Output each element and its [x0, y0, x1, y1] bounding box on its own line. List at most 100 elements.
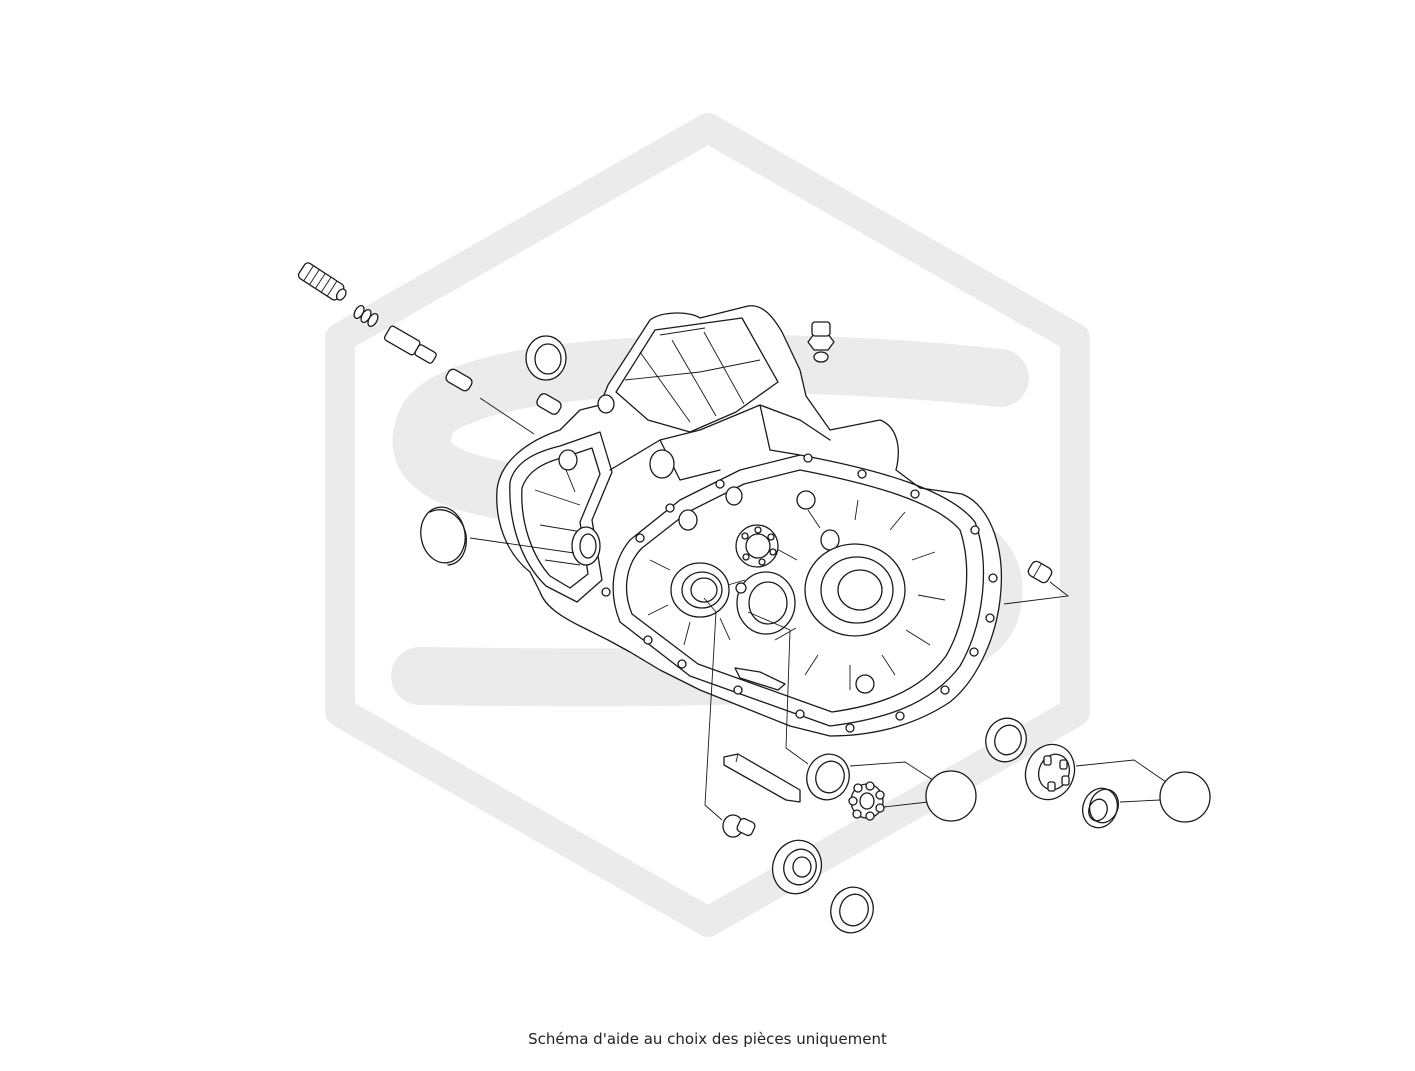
dowel-pin-1	[445, 368, 473, 392]
group-balloon-2	[1159, 771, 1211, 823]
leader-line-dowel	[479, 397, 535, 435]
group-balloon-1	[925, 770, 977, 822]
detent-plunger-shaft	[414, 344, 437, 364]
roller	[852, 809, 862, 819]
dowel-pin-1-body	[445, 368, 473, 392]
blanking-plug-rim	[429, 509, 467, 566]
bolt-hole	[795, 709, 805, 719]
diagram-caption: Schéma d'aide au choix des pièces unique…	[528, 1030, 887, 1048]
seal-ring-right-inner	[994, 724, 1022, 756]
roller-bearing-right	[1024, 743, 1076, 801]
spring-washers	[353, 304, 379, 328]
leader-line-breather	[1003, 581, 1070, 605]
ball-bearing-bottom	[771, 839, 823, 895]
roller	[865, 811, 875, 821]
bolt-hole	[635, 533, 645, 543]
shift-wedge-edge	[735, 753, 739, 763]
guide-pin-shaft	[736, 817, 756, 837]
threaded-bolt-threads	[303, 265, 338, 297]
bearing-bore-large-mid	[820, 556, 894, 624]
bolt-hole	[601, 587, 611, 597]
needle-roller	[754, 526, 762, 534]
leader-line-center-bearing	[747, 611, 809, 765]
needle-bearing-installed-inner	[745, 533, 771, 559]
speed-sensor	[807, 321, 835, 363]
bolt-hole	[969, 647, 979, 657]
speed-sensor-body	[811, 321, 831, 337]
threaded-bolt	[297, 262, 347, 301]
housing-flange-face	[612, 454, 985, 727]
roller	[1059, 759, 1068, 770]
needle-roller	[767, 533, 775, 541]
oil-seal-bottom	[830, 886, 874, 934]
seal-ring-top-inner	[534, 343, 562, 375]
housing-small-bore	[735, 582, 747, 594]
washer	[367, 312, 379, 328]
needle-roller	[741, 532, 749, 540]
seal-ring-right	[985, 717, 1027, 763]
blanking-plug	[420, 506, 467, 566]
bolt-hole	[665, 503, 675, 513]
bolt-hole	[733, 685, 743, 695]
needle-bearing-installed-outer	[735, 524, 779, 568]
leader-line-group-1	[849, 761, 937, 808]
roller	[848, 796, 858, 806]
bolt-hole	[857, 469, 867, 479]
bolt-hole	[985, 613, 995, 623]
leader-line-plug	[469, 537, 575, 554]
threaded-bolt-tip	[335, 288, 347, 301]
needle-roller	[758, 558, 766, 566]
housing-flange-inner	[625, 469, 968, 713]
housing-boss-5	[725, 486, 743, 506]
leader-line-left-bearing	[703, 597, 723, 821]
ball-bearing-bottom-mid	[783, 848, 817, 886]
guide-pin	[722, 814, 756, 838]
bearing-bore-center-outer	[736, 571, 796, 635]
dowel-pin-2-body	[536, 393, 562, 415]
roller	[1047, 781, 1056, 792]
bearing-race-inner	[815, 760, 845, 794]
bearing-race	[806, 753, 850, 801]
bearing-bore-center	[736, 571, 796, 635]
bearing-bore-center-inner	[748, 581, 788, 625]
housing-lower-tab	[734, 667, 786, 691]
bolt-hole	[895, 711, 905, 721]
bolt-hole	[643, 635, 653, 645]
housing-rear-panel-inner	[521, 447, 601, 589]
pilot-bushing	[1081, 787, 1120, 829]
needle-bearing-installed	[735, 524, 779, 568]
bolt-hole	[845, 723, 855, 733]
gearbox-housing	[496, 305, 1003, 737]
roller-cage	[848, 781, 885, 821]
bolt-hole	[715, 479, 725, 489]
bolt-hole	[940, 685, 950, 695]
leader-line-group-2	[1075, 759, 1167, 803]
housing-boss-4	[678, 509, 698, 531]
bearing-bore-left-mid	[681, 571, 723, 609]
breather-plug-band	[1033, 563, 1042, 578]
roller	[865, 781, 875, 791]
housing-rear-ribs	[534, 454, 583, 566]
bearing-bore-left	[647, 559, 746, 646]
needle-roller	[769, 548, 777, 556]
bearing-bore-left-ribs	[647, 559, 746, 646]
ball-bearing-bottom-inner	[792, 856, 812, 878]
seal-ring-top	[525, 335, 567, 381]
bearing-race-outer	[806, 753, 850, 801]
breather-plug	[1027, 560, 1053, 584]
bolt-hole	[910, 489, 920, 499]
housing-boss-2	[597, 394, 615, 414]
bolt-hole	[677, 659, 687, 669]
pilot-bushing-inner	[1088, 798, 1108, 822]
housing-rear-panel	[509, 431, 613, 603]
breather-plug-body	[1027, 560, 1053, 584]
oil-seal-bottom-inner	[839, 893, 869, 927]
roller	[1061, 775, 1070, 786]
bolt-hole	[803, 453, 813, 463]
bearing-bore-left-outer	[670, 562, 730, 618]
bearing-bore-left-inner	[690, 577, 718, 603]
shift-wedge	[723, 753, 801, 803]
roller	[1043, 755, 1052, 766]
bearing-bore-large-outer	[804, 543, 906, 637]
